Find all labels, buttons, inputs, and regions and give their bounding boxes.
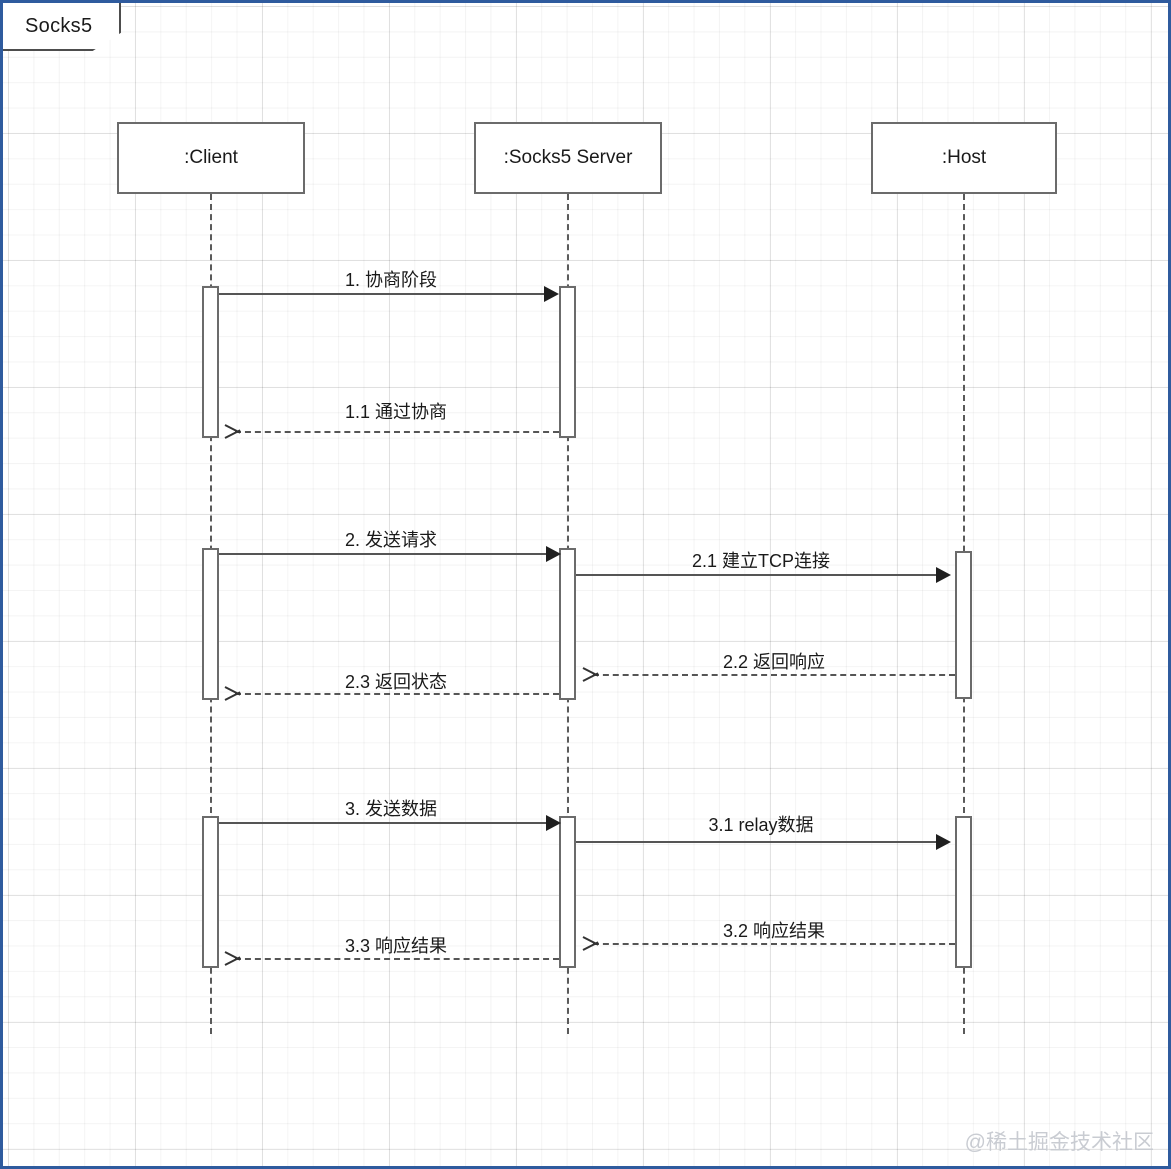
message-line-3 (219, 822, 546, 824)
message-label-1-1: 1.1 通过协商 (344, 402, 448, 422)
message-arrowhead-3-3 (225, 950, 240, 966)
message-label-2-3: 2.3 返回状态 (344, 672, 448, 692)
message-label-2: 2. 发送请求 (344, 530, 437, 550)
message-line-3-2 (593, 943, 955, 945)
watermark: @稀土掘金技术社区 (964, 1131, 1154, 1154)
activation-client-3[interactable] (202, 816, 219, 968)
message-arrowhead-2 (546, 546, 561, 562)
graph-paper-grid (3, 3, 1168, 1166)
message-arrowhead-3-1 (936, 834, 951, 850)
message-line-2 (219, 553, 546, 555)
message-line-3-1 (576, 841, 936, 843)
activation-host-2[interactable] (955, 551, 972, 699)
message-label-3: 3. 发送数据 (344, 799, 437, 819)
message-line-2-2 (593, 674, 955, 676)
message-label-3-3: 3.3 响应结果 (344, 936, 448, 956)
lifeline-head-host[interactable]: :Host (871, 122, 1057, 194)
message-arrowhead-2-2 (583, 666, 598, 682)
message-arrowhead-3 (546, 815, 561, 831)
message-arrowhead-2-1 (936, 567, 951, 583)
frame-tab-label: Socks5 (25, 15, 93, 37)
message-line-3-3 (235, 958, 559, 960)
lifeline-label-server: :Socks5 Server (503, 147, 633, 168)
message-label-3-1: 3.1 relay数据 (708, 815, 814, 835)
lifeline-label-host: :Host (941, 147, 987, 168)
message-label-3-2: 3.2 响应结果 (722, 921, 826, 941)
frame-tab (3, 3, 121, 51)
activation-client-1[interactable] (202, 286, 219, 438)
activation-server-2[interactable] (559, 548, 576, 700)
activation-server-1[interactable] (559, 286, 576, 438)
message-label-2-1: 2.1 建立TCP连接 (691, 551, 831, 571)
lifeline-head-server[interactable]: :Socks5 Server (474, 122, 662, 194)
lifeline-label-client: :Client (184, 147, 238, 168)
lifeline-head-client[interactable]: :Client (117, 122, 305, 194)
activation-client-2[interactable] (202, 548, 219, 700)
message-label-2-2: 2.2 返回响应 (722, 652, 826, 672)
message-arrowhead-3-2 (583, 935, 598, 951)
activation-server-3[interactable] (559, 816, 576, 968)
message-line-1 (219, 293, 544, 295)
activation-host-3[interactable] (955, 816, 972, 968)
message-arrowhead-1 (544, 286, 559, 302)
message-line-2-1 (576, 574, 936, 576)
message-arrowhead-2-3 (225, 685, 240, 701)
message-line-2-3 (235, 693, 559, 695)
message-label-1: 1. 协商阶段 (344, 270, 437, 290)
message-arrowhead-1-1 (225, 423, 240, 439)
message-line-1-1 (235, 431, 559, 433)
